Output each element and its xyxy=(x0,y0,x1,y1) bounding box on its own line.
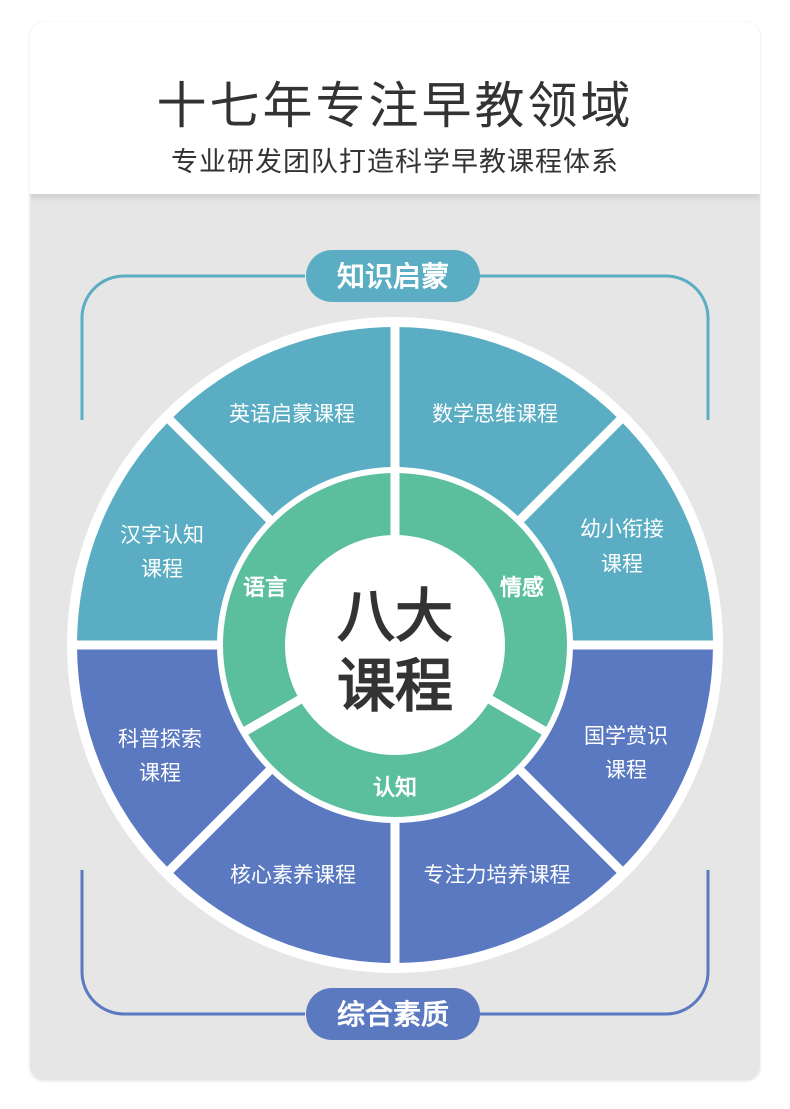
course-english: 英语启蒙课程 xyxy=(229,402,355,426)
center-title-line1: 八大 xyxy=(337,582,453,650)
course-focus: 专注力培养课程 xyxy=(424,863,571,887)
bottom-pill-label: 综合素质 xyxy=(337,998,449,1031)
top-pill xyxy=(306,250,480,302)
inner-label-language: 语言 xyxy=(243,575,287,601)
course-transition-line1: 幼小衔接 xyxy=(580,517,664,541)
inner-label-cognition: 认知 xyxy=(373,775,417,801)
bottom-bracket xyxy=(80,870,710,1016)
inner-label-emotion: 情感 xyxy=(500,575,544,601)
course-transition-line2: 课程 xyxy=(601,552,643,576)
course-chinese-line1: 汉字认知 xyxy=(120,523,204,547)
header-panel: 十七年专注早教领域 专业研发团队打造科学早教课程体系 xyxy=(30,22,760,194)
top-bracket xyxy=(80,274,710,420)
course-guoxue-line1: 国学赏识 xyxy=(584,724,668,748)
center-title-line2: 课程 xyxy=(337,652,453,720)
course-math: 数学思维课程 xyxy=(432,402,558,426)
page-title: 十七年专注早教领域 xyxy=(156,77,634,135)
bottom-pill xyxy=(306,988,480,1040)
course-science-line2: 课程 xyxy=(139,761,181,785)
top-pill-label: 知识启蒙 xyxy=(337,260,449,293)
course-guoxue-line2: 课程 xyxy=(605,758,647,782)
course-science-line1: 科普探索 xyxy=(118,727,202,751)
center-circle xyxy=(285,535,505,755)
sector-dividers xyxy=(70,320,720,970)
course-core: 核心素养课程 xyxy=(230,863,356,887)
course-chinese-line2: 课程 xyxy=(141,557,183,581)
page-subtitle: 专业研发团队打造科学早教课程体系 xyxy=(171,147,619,178)
